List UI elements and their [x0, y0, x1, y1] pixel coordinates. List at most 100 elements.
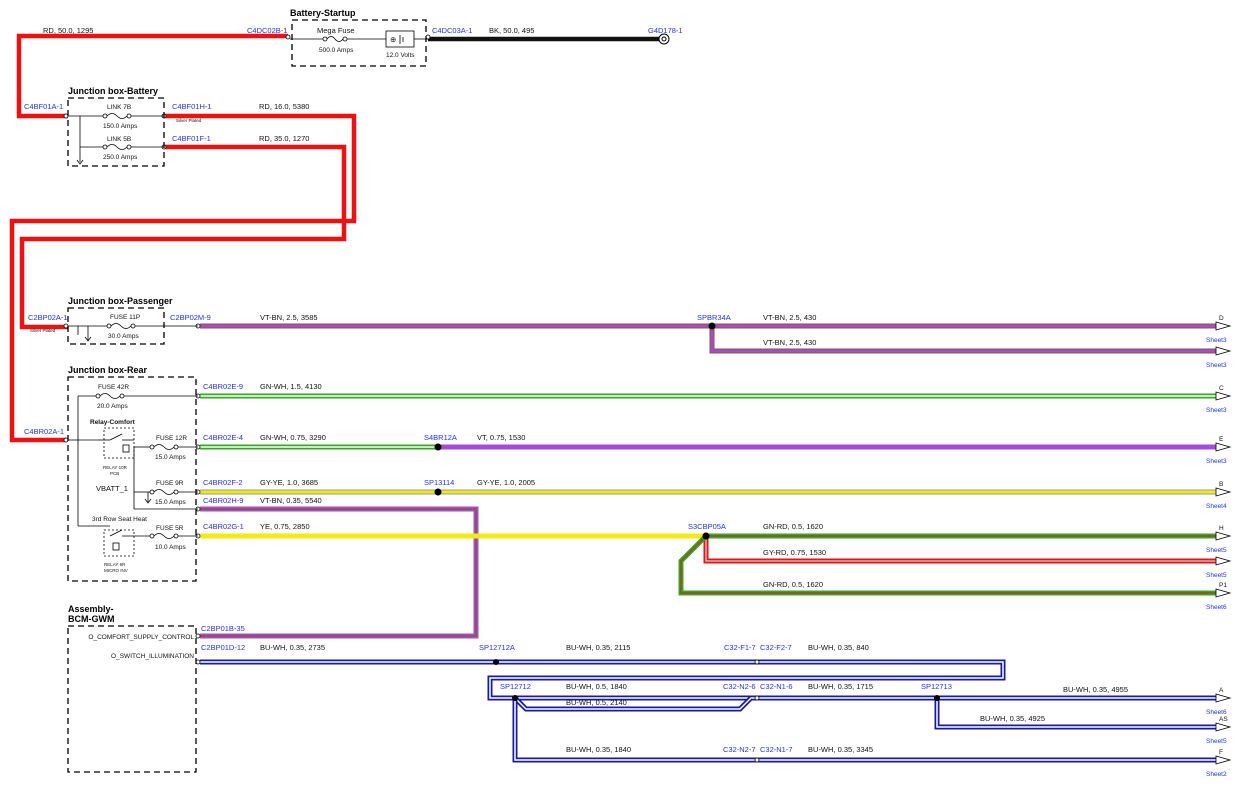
mega-fuse-rating: 500.0 Amps: [319, 47, 354, 54]
fuse12r-label: FUSE 12R: [156, 435, 187, 442]
connector-c4br02a[interactable]: C4BR02A-1: [24, 427, 64, 436]
connector-c32n26[interactable]: C32-N2-6: [723, 682, 756, 691]
connector-sp12712[interactable]: SP12712: [500, 682, 531, 691]
silver-plated-label: Silver Plated: [176, 118, 202, 123]
relay10r-label: RELAY 10R: [103, 465, 128, 470]
connector-c32n16[interactable]: C32-N1-6: [760, 682, 793, 691]
wire-label: RD, 16.0, 5380: [259, 102, 309, 111]
connector-c4dc03a[interactable]: C4DC03A-1: [432, 26, 472, 35]
wire-rd-16-5380[interactable]: [9, 113, 357, 443]
sheet-link[interactable]: Sheet5: [1206, 738, 1227, 745]
offsheet-arrow-icon: [1215, 755, 1232, 765]
sheet-link[interactable]: Sheet6: [1206, 709, 1227, 716]
wire-label: BU-WH, 0.35, 2115: [566, 643, 630, 652]
fuse-11p-icon: [68, 323, 198, 342]
connector-s3cbp05a[interactable]: S3CBP05A: [688, 522, 726, 531]
sheet-link[interactable]: Sheet6: [1206, 604, 1227, 611]
output-letter: D: [1219, 315, 1224, 322]
connector-c32f27[interactable]: C32-F2-7: [760, 643, 792, 652]
connector-c32n27[interactable]: C32-N2-7: [723, 745, 756, 754]
fuse9r-rating: 15.0 Amps: [155, 499, 186, 506]
ground-icon: [658, 33, 670, 45]
wire-label: RD, 50.0, 1295: [43, 26, 93, 35]
wire-rd-50-1295[interactable]: [16, 33, 288, 119]
link7b-rating: 150.0 Amps: [103, 123, 138, 130]
wire-label: GN-WH, 1.5, 4130: [260, 382, 322, 391]
wire-label: BK, 50.0, 495: [489, 26, 534, 35]
connector-c32n17[interactable]: C32-N1-7: [760, 745, 793, 754]
wire-label: BU-WH, 0.35, 4955: [1063, 685, 1128, 694]
bcm-title-2: BCM-GWM: [68, 614, 115, 624]
wire-label: RD, 35.0, 1270: [259, 134, 309, 143]
wire-labels: RD, 50.0, 1295 BK, 50.0, 495 RD, 16.0, 5…: [43, 26, 1128, 754]
connector-c4br02e4[interactable]: C4BR02E-4: [203, 433, 243, 442]
wires: [9, 33, 1216, 763]
silver-plated-label-2: Silver Plated: [30, 328, 56, 333]
relay6r-label: RELAY 6R: [104, 562, 126, 567]
connector-c32f17[interactable]: C32-F1-7: [724, 643, 756, 652]
battery-voltage: 12.0 Volts: [386, 52, 415, 59]
wire-label: VT-BN, 2.5, 430: [763, 338, 816, 347]
connector-sp12712a[interactable]: SP12712A: [479, 643, 515, 652]
connector-sp12713[interactable]: SP12713: [921, 682, 952, 691]
sheet-link[interactable]: Sheet4: [1206, 503, 1227, 510]
jb-battery-title: Junction box-Battery: [68, 86, 158, 96]
connector-c4br02e9[interactable]: C4BR02E-9: [203, 382, 243, 391]
connector-c4bf01f[interactable]: C4BF01F-1: [172, 134, 211, 143]
assembly-bcm-box: [67, 625, 197, 773]
output-letter: P1: [1219, 582, 1227, 589]
connector-c2bp02a[interactable]: C2BP02A-1: [28, 313, 68, 322]
offsheet-arrow-icon: [1215, 442, 1232, 452]
link5b-rating: 250.0 Amps: [103, 154, 138, 161]
wire-label: BU-WH, 0.35, 3345: [808, 745, 873, 754]
sheet-link[interactable]: Sheet5: [1206, 572, 1227, 579]
output-letter: F: [1219, 749, 1223, 756]
output-letter: B: [1219, 481, 1223, 488]
sheet-link[interactable]: Sheet3: [1206, 458, 1227, 465]
bu-wh-network[interactable]: [200, 659, 1216, 763]
sheet-link[interactable]: Sheet2: [1206, 771, 1227, 778]
wire-label: GN-RD, 0.5, 1620: [763, 522, 823, 531]
output-letter: AS: [1219, 716, 1228, 723]
output-letter: A: [1219, 687, 1224, 694]
connector-c4br02h[interactable]: C4BR02H-9: [203, 496, 243, 505]
battery-icon: ⊕: [390, 35, 396, 44]
sheet-link[interactable]: Sheet3: [1206, 362, 1227, 369]
connector-sp13114[interactable]: SP13114: [424, 478, 454, 487]
connector-c2bp01b[interactable]: C2BP01B-35: [201, 624, 245, 633]
junction-box-rear: [67, 376, 197, 582]
connector-labels: C4DC02B-1 C4DC03A-1 G4D178-1 C4BF01A-1 C…: [24, 26, 952, 754]
sheet-link[interactable]: Sheet3: [1206, 337, 1227, 344]
connector-c4bf01a[interactable]: C4BF01A-1: [24, 102, 63, 111]
connector-c2bp01d[interactable]: C2BP01D-12: [201, 643, 245, 652]
connector-c4br02f[interactable]: C4BR02F-2: [203, 478, 243, 487]
fuse5r-rating: 10.0 Amps: [155, 544, 186, 551]
offsheet-arrow-icon: [1215, 346, 1232, 356]
battery-startup-title: Battery-Startup: [290, 8, 356, 18]
connector-c4dc02b[interactable]: C4DC02B-1: [247, 26, 287, 35]
offsheet-arrow-icon: [1215, 321, 1232, 331]
offsheet-arrow-icon: [1215, 588, 1232, 598]
connector-c4bf01h[interactable]: C4BF01H-1: [172, 102, 212, 111]
sheet-link[interactable]: Sheet3: [1206, 407, 1227, 414]
output-letter: C: [1219, 385, 1224, 392]
connector-g4d178[interactable]: G4D178-1: [648, 26, 683, 35]
fuse9r-label: FUSE 9R: [156, 480, 184, 487]
wire-stripe: [705, 536, 1216, 562]
connector-c2bp02m[interactable]: C2BP02M-9: [170, 313, 211, 322]
rear-box-circuits: [68, 393, 198, 557]
connector-c4br02g[interactable]: C4BR02G-1: [203, 522, 244, 531]
connector-s4br12a[interactable]: S4BR12A: [424, 433, 457, 442]
connector-spbr34a[interactable]: SPBR34A: [697, 313, 731, 322]
wire-rd-35-1270[interactable]: [19, 144, 347, 330]
junction-box-battery: [67, 97, 165, 167]
relay-comfort-label: Relay-Comfort: [90, 419, 136, 426]
sheet-link[interactable]: Sheet5: [1206, 547, 1227, 554]
wire-gnrd-0.5-1620-b[interactable]: [678, 534, 1216, 596]
fuse42r-label: FUSE 42R: [98, 384, 129, 391]
mega-fuse-label: Mega Fuse: [317, 26, 355, 35]
output-letter: H: [1219, 525, 1224, 532]
wire-label: BU-WH, 0.5, 1840: [566, 682, 627, 691]
wire-label: VT-BN, 2.5, 3585: [260, 313, 318, 322]
